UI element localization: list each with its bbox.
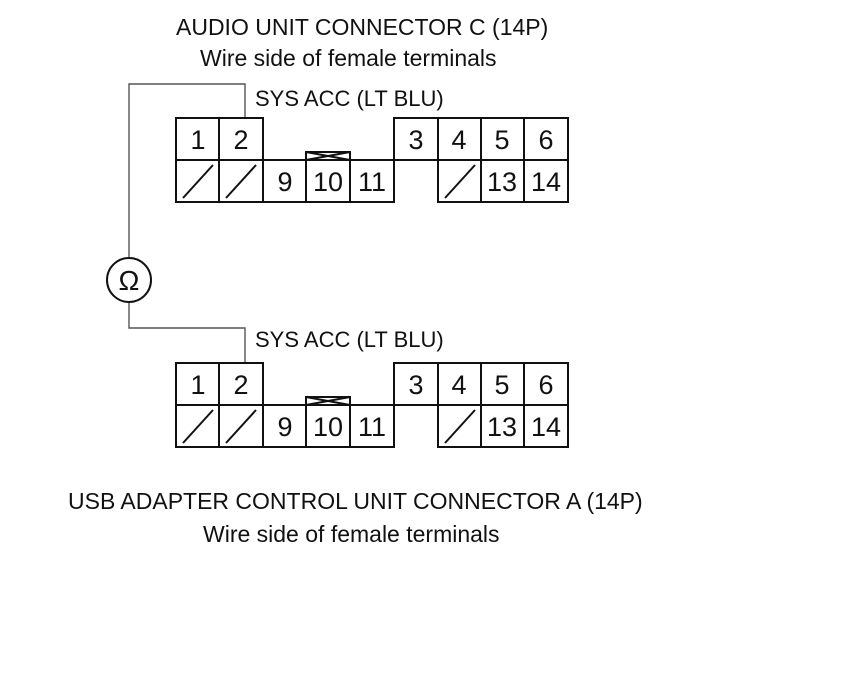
- pin-label: 10: [313, 412, 343, 442]
- pin-label: 10: [313, 167, 343, 197]
- pin-label: 9: [277, 167, 292, 197]
- empty-cavity-12: [444, 409, 476, 444]
- pin-label: 4: [451, 125, 466, 155]
- lock-tab-icon: [305, 396, 351, 406]
- pin-label: 14: [531, 412, 561, 442]
- pin-label: 2: [233, 125, 248, 155]
- pin-label: 5: [494, 370, 509, 400]
- lock-tab-icon: [305, 151, 351, 161]
- bottom-wire-label: SYS ACC (LT BLU): [255, 327, 444, 352]
- pin-label: 13: [487, 412, 517, 442]
- bottom-connector-subtitle: Wire side of female terminals: [203, 521, 500, 547]
- ohmmeter-icon: Ω: [106, 257, 152, 303]
- bottom-conn-right-lower: [437, 404, 569, 448]
- empty-cavity-8: [225, 164, 257, 199]
- top-connector-title: AUDIO UNIT CONNECTOR C (14P): [176, 14, 548, 40]
- pin-label: 6: [538, 125, 553, 155]
- bottom-conn-left-lower: [175, 404, 395, 448]
- top-connector-subtitle: Wire side of female terminals: [200, 45, 497, 71]
- ohm-symbol: Ω: [119, 265, 140, 296]
- pin-label: 1: [190, 370, 205, 400]
- empty-cavity-7: [182, 164, 214, 199]
- pin-label: 11: [358, 412, 386, 442]
- pin-label: 11: [358, 167, 386, 197]
- pin-label: 14: [531, 167, 561, 197]
- pin-label: 3: [408, 370, 423, 400]
- bottom-connector-title: USB ADAPTER CONTROL UNIT CONNECTOR A (14…: [68, 488, 643, 514]
- pin-label: 4: [451, 370, 466, 400]
- bottom-connector: 1 2 3 4 5 6 9 10 11 13 14: [175, 362, 569, 448]
- empty-cavity-7: [182, 409, 214, 444]
- pin-label: 1: [190, 125, 205, 155]
- pin-label: 5: [494, 125, 509, 155]
- empty-cavity-12: [444, 164, 476, 199]
- empty-cavity-8: [225, 409, 257, 444]
- pin-label: 13: [487, 167, 517, 197]
- probe-wire-top: [128, 83, 246, 257]
- pin-label: 9: [277, 412, 292, 442]
- probe-wire-bottom: [128, 302, 246, 363]
- pin-label: 3: [408, 125, 423, 155]
- top-conn-right-lower: [437, 159, 569, 203]
- top-connector: 1 2 3 4 5 6 9 10 11 13 14: [175, 117, 569, 203]
- pin-label: 2: [233, 370, 248, 400]
- top-wire-label: SYS ACC (LT BLU): [255, 86, 444, 111]
- pin-label: 6: [538, 370, 553, 400]
- top-conn-left-lower: [175, 159, 395, 203]
